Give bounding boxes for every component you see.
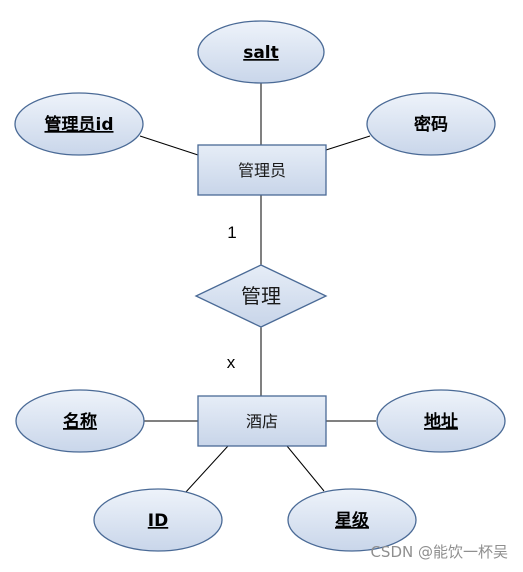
attribute-admin-id: 管理员id bbox=[14, 92, 144, 156]
cardinality-admin: 1 bbox=[227, 223, 236, 242]
attribute-star-label: 星级 bbox=[335, 510, 369, 531]
attribute-salt-label: salt bbox=[243, 43, 279, 63]
entity-admin: 管理员 bbox=[197, 144, 327, 196]
attribute-admin-id-label: 管理员id bbox=[45, 114, 114, 135]
attribute-name-label: 名称 bbox=[63, 411, 97, 432]
line-adminid-admin bbox=[139, 135, 199, 156]
line-star-hotel bbox=[286, 445, 325, 492]
entity-hotel-label: 酒店 bbox=[246, 412, 278, 431]
line-password-admin bbox=[325, 135, 371, 151]
attribute-star: 星级 bbox=[287, 488, 417, 552]
attribute-password-label: 密码 bbox=[414, 114, 448, 135]
attribute-id: ID bbox=[93, 488, 223, 552]
attribute-address-label: 地址 bbox=[424, 411, 458, 432]
relationship-manage: 管理 bbox=[194, 264, 328, 328]
attribute-name: 名称 bbox=[15, 389, 145, 453]
entity-admin-label: 管理员 bbox=[238, 161, 286, 180]
attribute-id-label: ID bbox=[148, 511, 168, 531]
attribute-address: 地址 bbox=[376, 389, 506, 453]
entity-hotel: 酒店 bbox=[197, 395, 327, 447]
attribute-password: 密码 bbox=[366, 92, 496, 156]
attribute-salt: salt bbox=[197, 20, 325, 84]
cardinality-hotel: x bbox=[227, 353, 236, 372]
relationship-manage-label: 管理 bbox=[241, 284, 281, 308]
line-id-hotel bbox=[184, 445, 229, 494]
connectors bbox=[139, 82, 376, 494]
watermark: CSDN @能饮一杯吴 bbox=[370, 543, 508, 561]
